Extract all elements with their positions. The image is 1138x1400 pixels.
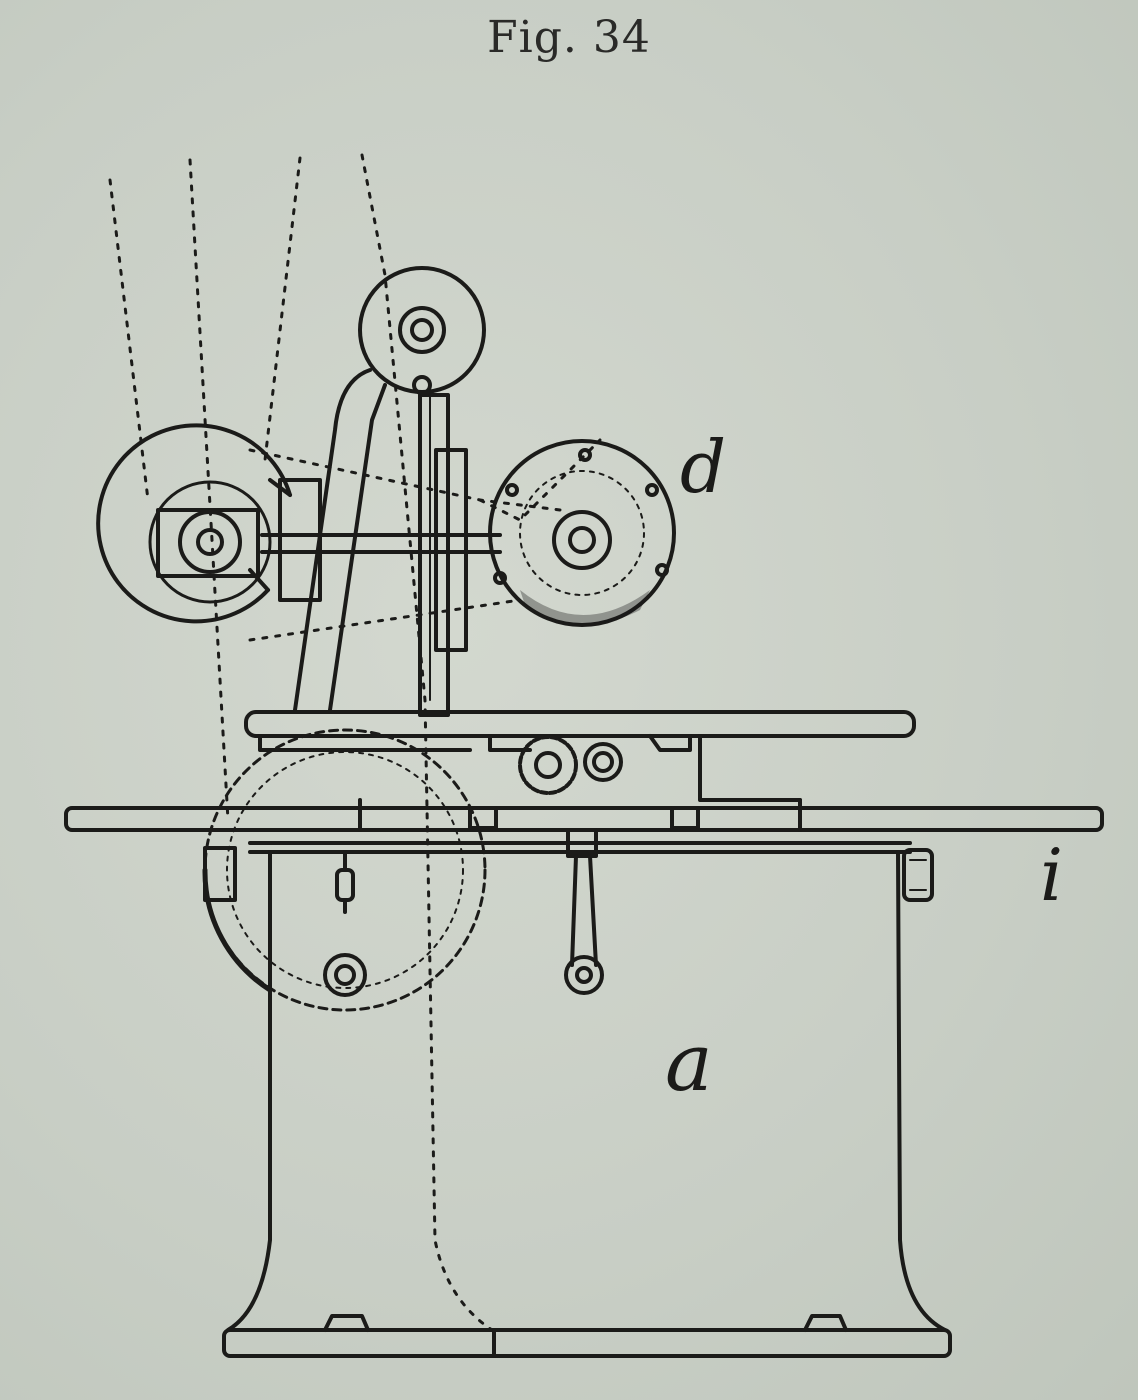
side-knob bbox=[902, 848, 934, 902]
machine-body bbox=[222, 850, 952, 1358]
belt-line-1 bbox=[108, 178, 150, 502]
label-a: a bbox=[665, 1016, 713, 1109]
figure-title: Fig. 34 bbox=[487, 12, 651, 63]
side-flywheel bbox=[202, 728, 487, 1012]
belt-line-2 bbox=[188, 158, 230, 822]
belt-line-3 bbox=[263, 156, 302, 462]
label-d: d bbox=[680, 425, 726, 509]
left-wheel bbox=[96, 423, 322, 624]
upper-table bbox=[244, 710, 916, 802]
label-i: i bbox=[1040, 833, 1063, 917]
horizontal-arm bbox=[260, 533, 502, 554]
upper-pulley bbox=[358, 266, 486, 395]
belt-line-4 bbox=[360, 153, 502, 1337]
gear-assembly bbox=[518, 735, 623, 795]
lower-table bbox=[64, 798, 1104, 854]
hanging-lever bbox=[335, 828, 604, 995]
belt-cross-lower bbox=[248, 598, 522, 642]
grinding-wheel bbox=[488, 439, 676, 627]
